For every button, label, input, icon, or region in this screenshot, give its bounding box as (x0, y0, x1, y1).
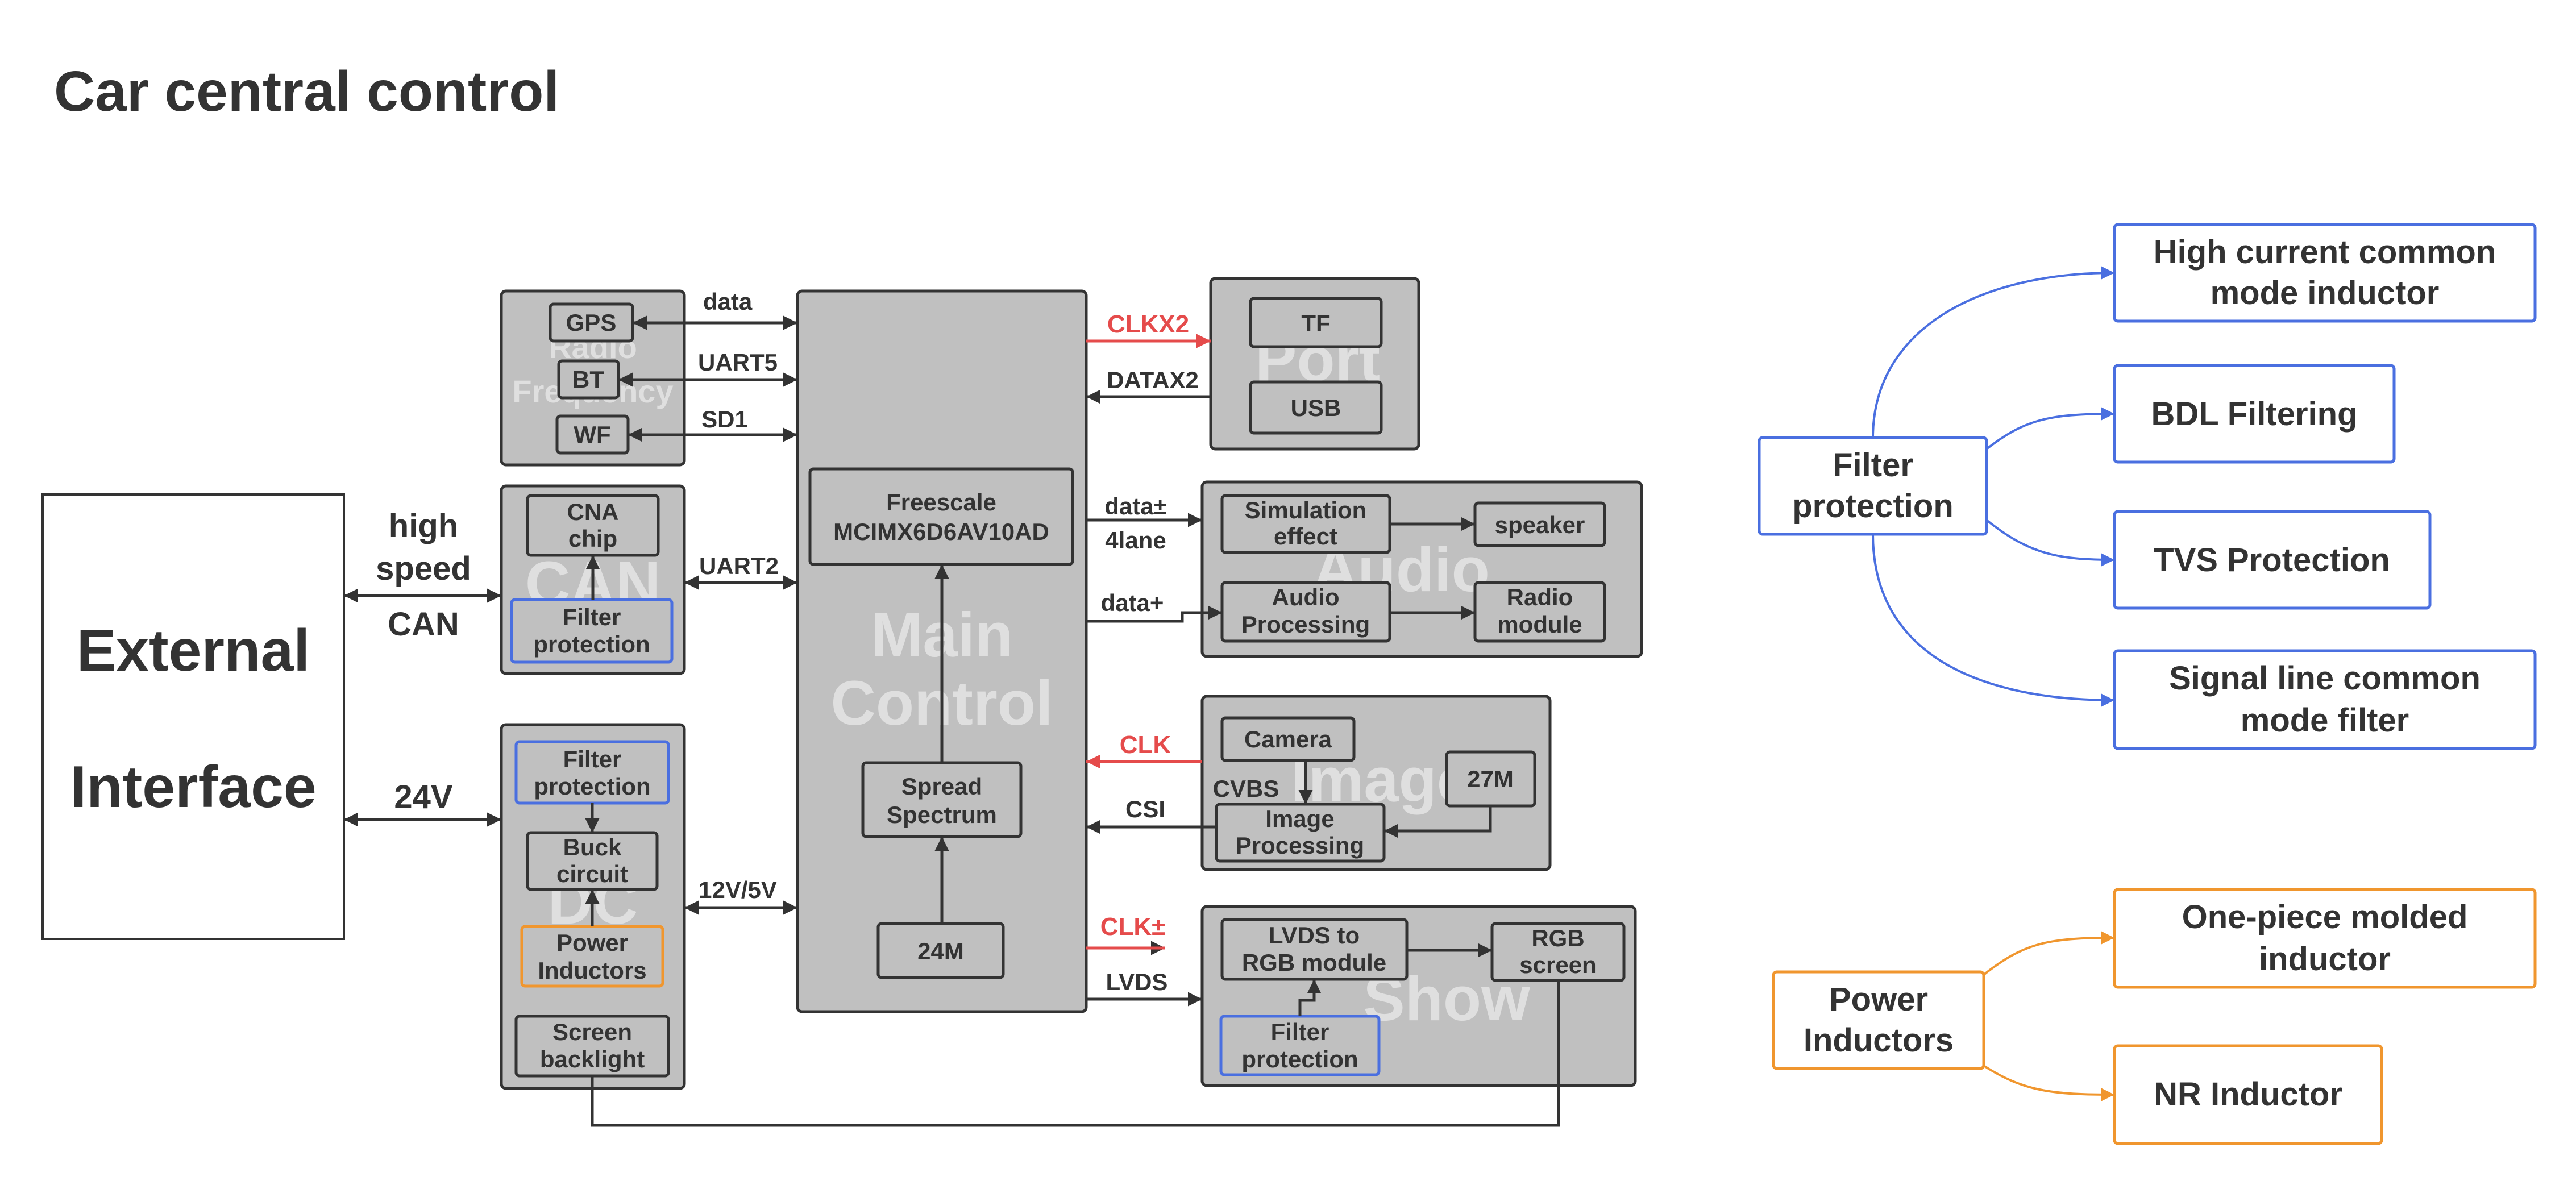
clkpm-label: CLK± (1100, 913, 1166, 941)
external-interface-box (41, 493, 345, 940)
legend-p2: NR Inductor (2154, 1076, 2342, 1113)
freescale-box (808, 467, 1074, 566)
filter-to-lvds-arrow (1298, 979, 1322, 1016)
legend-power-root-line2: Inductors (1804, 1022, 1954, 1059)
legend-c4-line1: Signal line common (2169, 660, 2481, 697)
hs-label-1: high (389, 508, 458, 544)
screen-line2: backlight (540, 1046, 645, 1072)
hs-label-2: speed (376, 550, 471, 587)
sim-line1: Simulation (1245, 497, 1367, 523)
cna-line1: CNA (567, 498, 619, 525)
rgb-screen-box (1490, 922, 1626, 982)
show-filter-line2: protection (1241, 1046, 1358, 1072)
legend-p1-line1: One-piece molded (2182, 899, 2468, 936)
uart5-label: UART5 (698, 349, 778, 376)
dc-filter-line1: Filter (563, 746, 622, 772)
dc-power-line2: Inductors (538, 957, 646, 984)
tf-label: TF (1301, 310, 1330, 336)
dc-filter-line2: protection (534, 773, 650, 800)
v24-label: 24V (394, 779, 453, 816)
lvds-line1: LVDS to (1269, 922, 1360, 949)
hs-label-3: CAN (388, 606, 459, 643)
tf-box (1249, 297, 1383, 348)
lvds-line2: RGB module (1242, 949, 1386, 976)
spread-line2: Spectrum (887, 801, 997, 828)
speaker-label: speaker (1495, 512, 1585, 538)
lane-label: 4lane (1105, 527, 1166, 554)
dc-power-line1: Power (556, 929, 628, 956)
freescale-line2: MCIMX6D6AV10AD (833, 518, 1049, 545)
cvbs-label: CVBS (1213, 775, 1279, 802)
data-label: data (703, 288, 753, 315)
datapm-label: data± (1104, 493, 1166, 519)
dataplus-label: data+ (1101, 589, 1164, 616)
show-filter-line1: Filter (1271, 1018, 1329, 1045)
legend-power-link-1 (1983, 931, 2115, 976)
ap-line1: Audio (1272, 584, 1340, 610)
external-line2: Interface (70, 754, 317, 820)
camera-box (1220, 716, 1356, 762)
legend-c1-line1: High current common (2154, 234, 2496, 271)
legend-filter-link-4 (1872, 534, 2115, 707)
wf-label: WF (574, 421, 610, 448)
freescale-line1: Freescale (886, 489, 996, 515)
legend-c3: TVS Protection (2154, 542, 2390, 579)
m24-label: 24M (917, 938, 964, 964)
lvds-label: LVDS (1106, 968, 1168, 995)
rgb-line2: screen (1519, 951, 1596, 978)
backlight-to-screen-arrow (591, 961, 1566, 1127)
legend-filter-root-line1: Filter (1833, 447, 1913, 484)
datax2-label: DATAX2 (1107, 367, 1199, 393)
legend-filter-link-1 (1872, 266, 2115, 438)
uart2-label: UART2 (699, 552, 779, 579)
radio-line2: module (1497, 611, 1582, 638)
buck-line1: Buck (563, 834, 622, 860)
radio-line1: Radio (1507, 584, 1573, 610)
legend-c4-line2: mode filter (2241, 702, 2409, 739)
cna-line2: chip (568, 525, 617, 552)
usb-box (1249, 380, 1383, 435)
can-filter-line2: protection (533, 631, 650, 658)
buck-line2: circuit (556, 860, 628, 887)
legend-filter-link-3 (1985, 519, 2115, 567)
legend-p1-line2: inductor (2259, 941, 2391, 978)
legend-c2: BDL Filtering (2151, 396, 2357, 433)
v12-label: 12V/5V (699, 876, 777, 903)
spread-line1: Spread (901, 773, 982, 800)
screen-line1: Screen (552, 1018, 632, 1045)
camera-label: Camera (1244, 726, 1332, 753)
external-line1: External (77, 618, 310, 684)
sim-line2: effect (1274, 523, 1337, 550)
csi-label: CSI (1125, 796, 1165, 822)
usb-label: USB (1291, 394, 1341, 421)
legend-power-root-line1: Power (1829, 981, 1928, 1018)
legend-c1-line2: mode inductor (2211, 275, 2440, 311)
ap-line2: Processing (1241, 611, 1370, 638)
rgb-line1: RGB (1531, 925, 1584, 951)
legend-power-root (1772, 970, 1985, 1070)
legend-filter-link-2 (1985, 407, 2115, 450)
legend-filter-root-line2: protection (1792, 488, 1954, 525)
data-plus-arrow (1086, 605, 1222, 623)
clkx2-label: CLKX2 (1107, 310, 1189, 338)
gps-label: GPS (566, 309, 617, 336)
can-filter-line1: Filter (563, 604, 621, 630)
27m-to-ip-arrow (1384, 806, 1492, 838)
clk-label: CLK (1120, 731, 1171, 759)
page-title: Car central control (54, 60, 559, 123)
sd1-label: SD1 (701, 406, 748, 433)
ip-line2: Processing (1236, 832, 1364, 859)
m27-label: 27M (1467, 766, 1514, 792)
ip-line1: Image (1265, 805, 1334, 832)
legend-power-link-2 (1983, 1065, 2115, 1101)
bt-label: BT (572, 366, 604, 393)
